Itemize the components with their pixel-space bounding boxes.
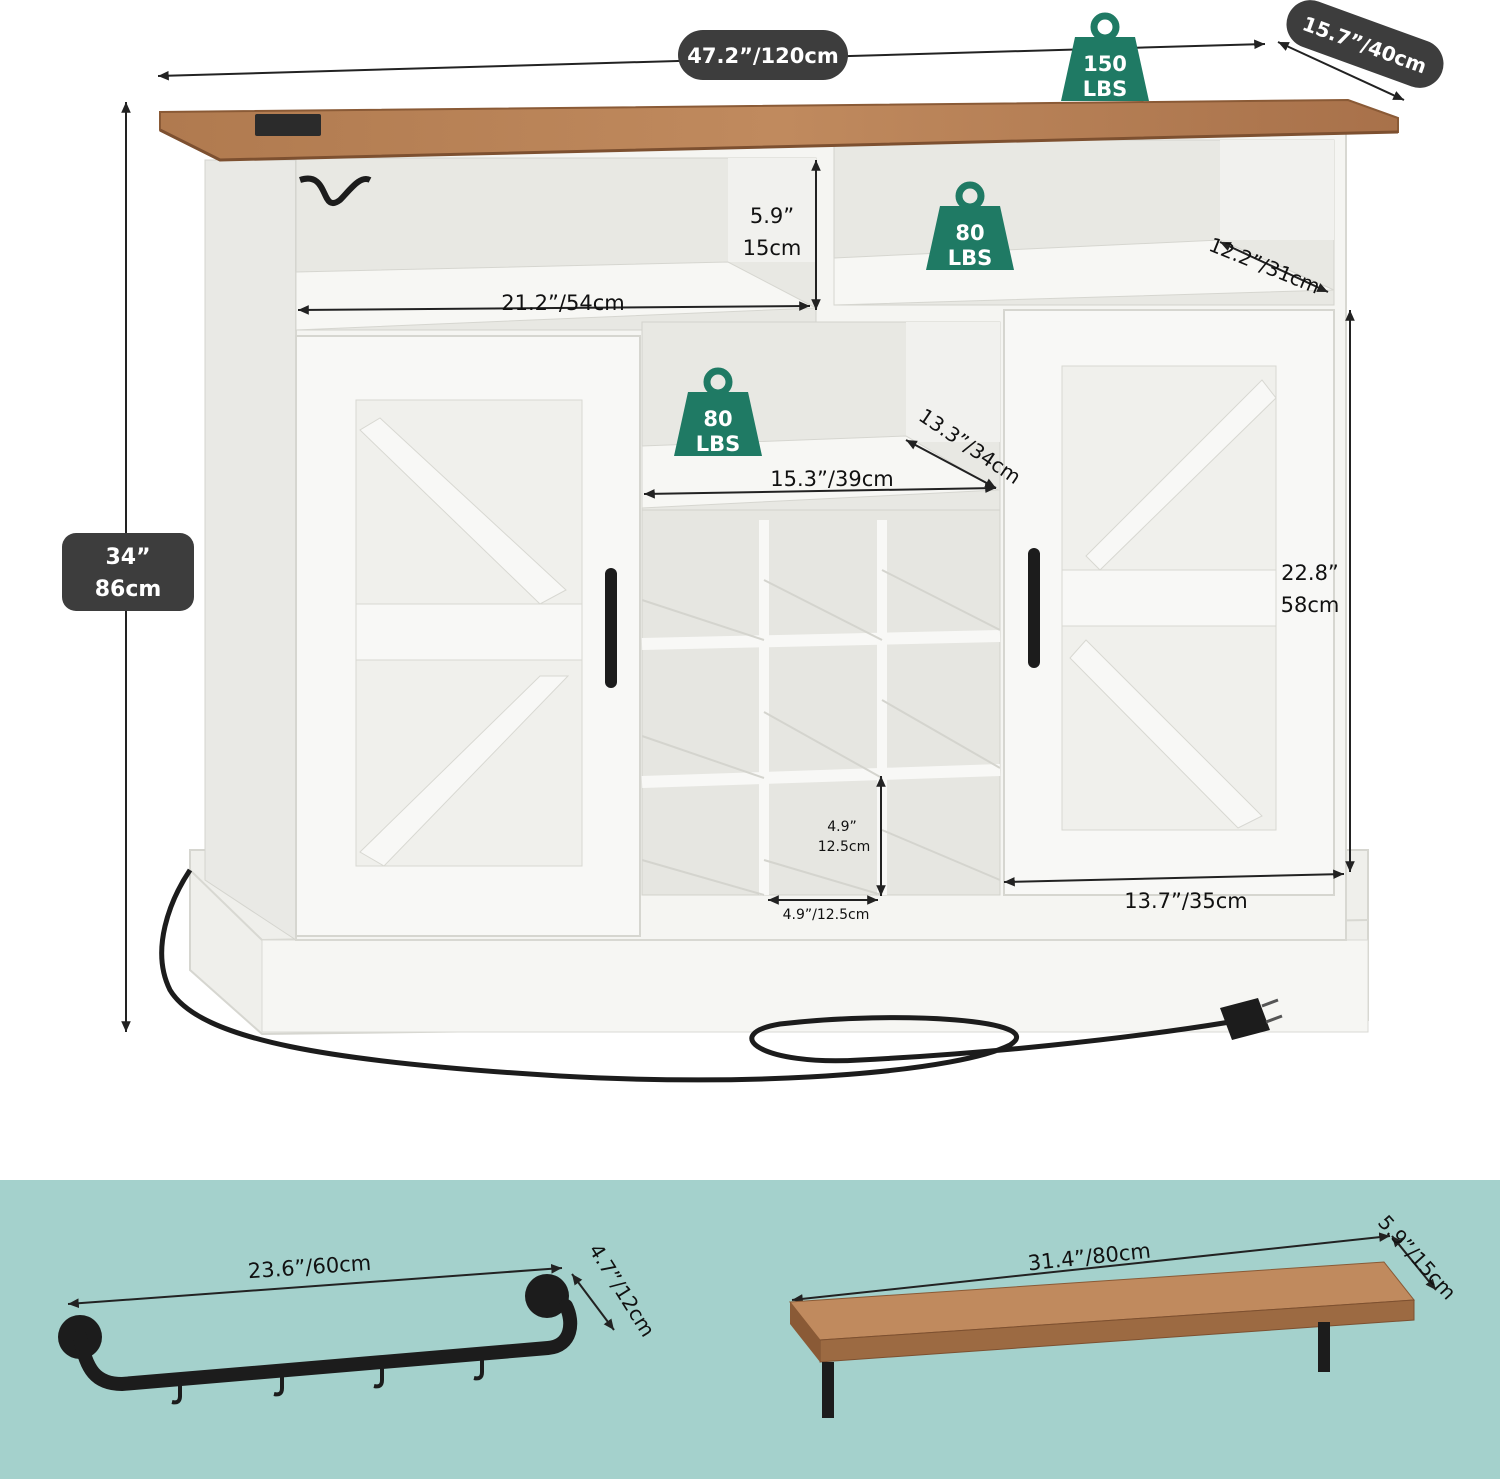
weight-badge-upper-shelf: 80 LBS	[926, 185, 1014, 270]
right-door-handle	[1028, 548, 1040, 668]
weight-badge-middle-shelf: 80 LBS	[674, 371, 762, 456]
dimension-lines	[121, 39, 1405, 1032]
top-shelf-width: 21.2”/54cm	[501, 291, 624, 315]
left-door-handle	[605, 568, 617, 688]
cube-height-in: 4.9”	[827, 819, 857, 835]
svg-text:47.2”/120cm: 47.2”/120cm	[687, 44, 838, 68]
power-cord	[159, 868, 1231, 1083]
height-pill: 34” 86cm	[62, 533, 194, 611]
svg-text:86cm: 86cm	[95, 577, 162, 602]
power-outlet	[255, 114, 321, 136]
wine-cube-grid	[641, 509, 1001, 896]
width-pill: 47.2”/120cm	[678, 30, 848, 80]
cabinet-illustration	[159, 98, 1399, 1083]
depth-pill: 15.7”/40cm	[1286, 0, 1444, 88]
plug	[1220, 998, 1270, 1040]
cabinet-height-cm: 58cm	[1281, 593, 1340, 617]
svg-text:LBS: LBS	[696, 432, 741, 456]
cabinet-height-in: 22.8”	[1281, 561, 1339, 585]
cube-height-cm: 12.5cm	[818, 839, 871, 855]
svg-text:150: 150	[1083, 52, 1127, 76]
svg-text:80: 80	[703, 407, 732, 431]
svg-text:80: 80	[955, 221, 984, 245]
cube-width: 4.9”/12.5cm	[783, 907, 870, 923]
svg-text:LBS: LBS	[1083, 77, 1128, 101]
top-shelf-height-in: 5.9”	[750, 204, 794, 228]
weight-badge-top: 150 LBS	[1061, 16, 1149, 101]
cabinet-width: 13.7”/35cm	[1124, 889, 1247, 913]
middle-shelf-width: 15.3”/39cm	[770, 467, 893, 491]
svg-text:LBS: LBS	[948, 246, 993, 270]
svg-text:34”: 34”	[105, 545, 150, 570]
top-shelf-height-cm: 15cm	[743, 236, 802, 260]
